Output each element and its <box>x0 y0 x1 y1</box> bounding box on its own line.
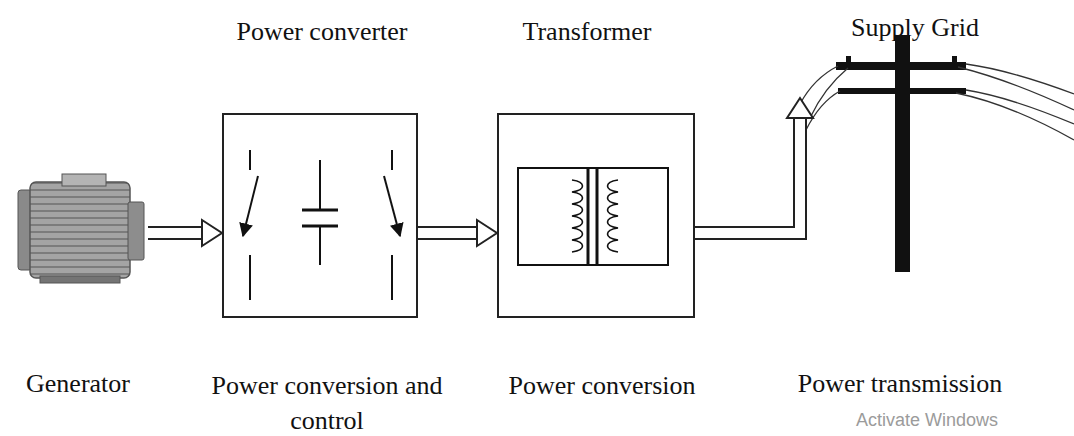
arrow-head <box>477 220 497 246</box>
grid-node: Supply GridPower transmission <box>770 98 1050 408</box>
arrow-shaft-outline <box>148 226 204 240</box>
arrow-head <box>787 98 813 118</box>
converter-symbol <box>243 150 400 300</box>
node-heading: Generator <box>8 366 148 401</box>
arrow-head <box>202 220 222 246</box>
node-caption: Power conversion <box>472 368 732 403</box>
watermark-text: Activate Windows <box>856 410 998 431</box>
transformer-box: TransformerPower conversion <box>497 113 695 318</box>
arrow-shaft-fill <box>695 116 800 233</box>
generator-illustration <box>18 174 144 283</box>
node-caption: Power transmission <box>770 366 1030 401</box>
arrow-shaft-fill <box>418 228 479 238</box>
converter-box: Power converterPower conversion and cont… <box>222 113 418 318</box>
node-heading: Transformer <box>467 14 707 49</box>
transformer-symbol <box>518 168 668 265</box>
arrow-shaft-outline <box>418 226 479 240</box>
hollow-arrow <box>695 98 813 233</box>
arrow-shaft-fill <box>148 228 204 238</box>
node-caption: Power conversion and control <box>207 368 447 436</box>
arrow-shaft-outline <box>695 116 800 233</box>
generator-node: Generator <box>8 170 148 280</box>
hollow-arrow <box>418 220 497 246</box>
node-heading: Supply Grid <box>830 10 1000 45</box>
hollow-arrow <box>148 220 222 246</box>
node-heading: Power converter <box>192 14 452 49</box>
utility-pole <box>800 35 1074 272</box>
